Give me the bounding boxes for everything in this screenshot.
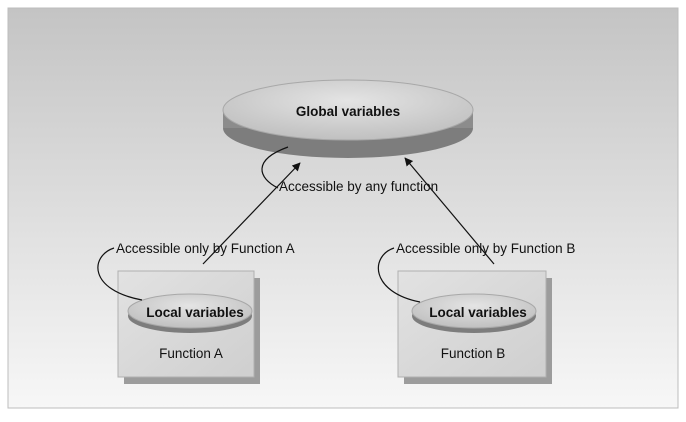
function-a-accessible-label: Accessible only by Function A [116,241,295,256]
any-function-label: Accessible by any function [279,179,438,194]
function-a-callout-curve [97,247,143,301]
function-b-callout-curve [377,247,421,303]
function-b-box: Local variables Function B [397,270,552,384]
function-a-local-label: Local variables [146,305,244,320]
any-function-callout-curve [261,146,289,189]
function-a-box: Local variables Function A [117,270,260,384]
function-b-local-ellipse: Local variables [411,293,537,333]
arrow-function-a-to-global [202,162,301,265]
function-b-label: Function B [441,346,506,361]
background-panel [7,7,679,409]
function-b-local-label: Local variables [429,305,527,320]
function-b-accessible-label: Accessible only by Function B [396,241,575,256]
global-variables-ellipse: Global variables [222,79,474,158]
function-a-local-ellipse: Local variables [127,293,253,333]
arrow-function-b-to-global [404,157,495,265]
global-variables-label: Global variables [296,104,400,119]
function-a-label: Function A [159,346,223,361]
